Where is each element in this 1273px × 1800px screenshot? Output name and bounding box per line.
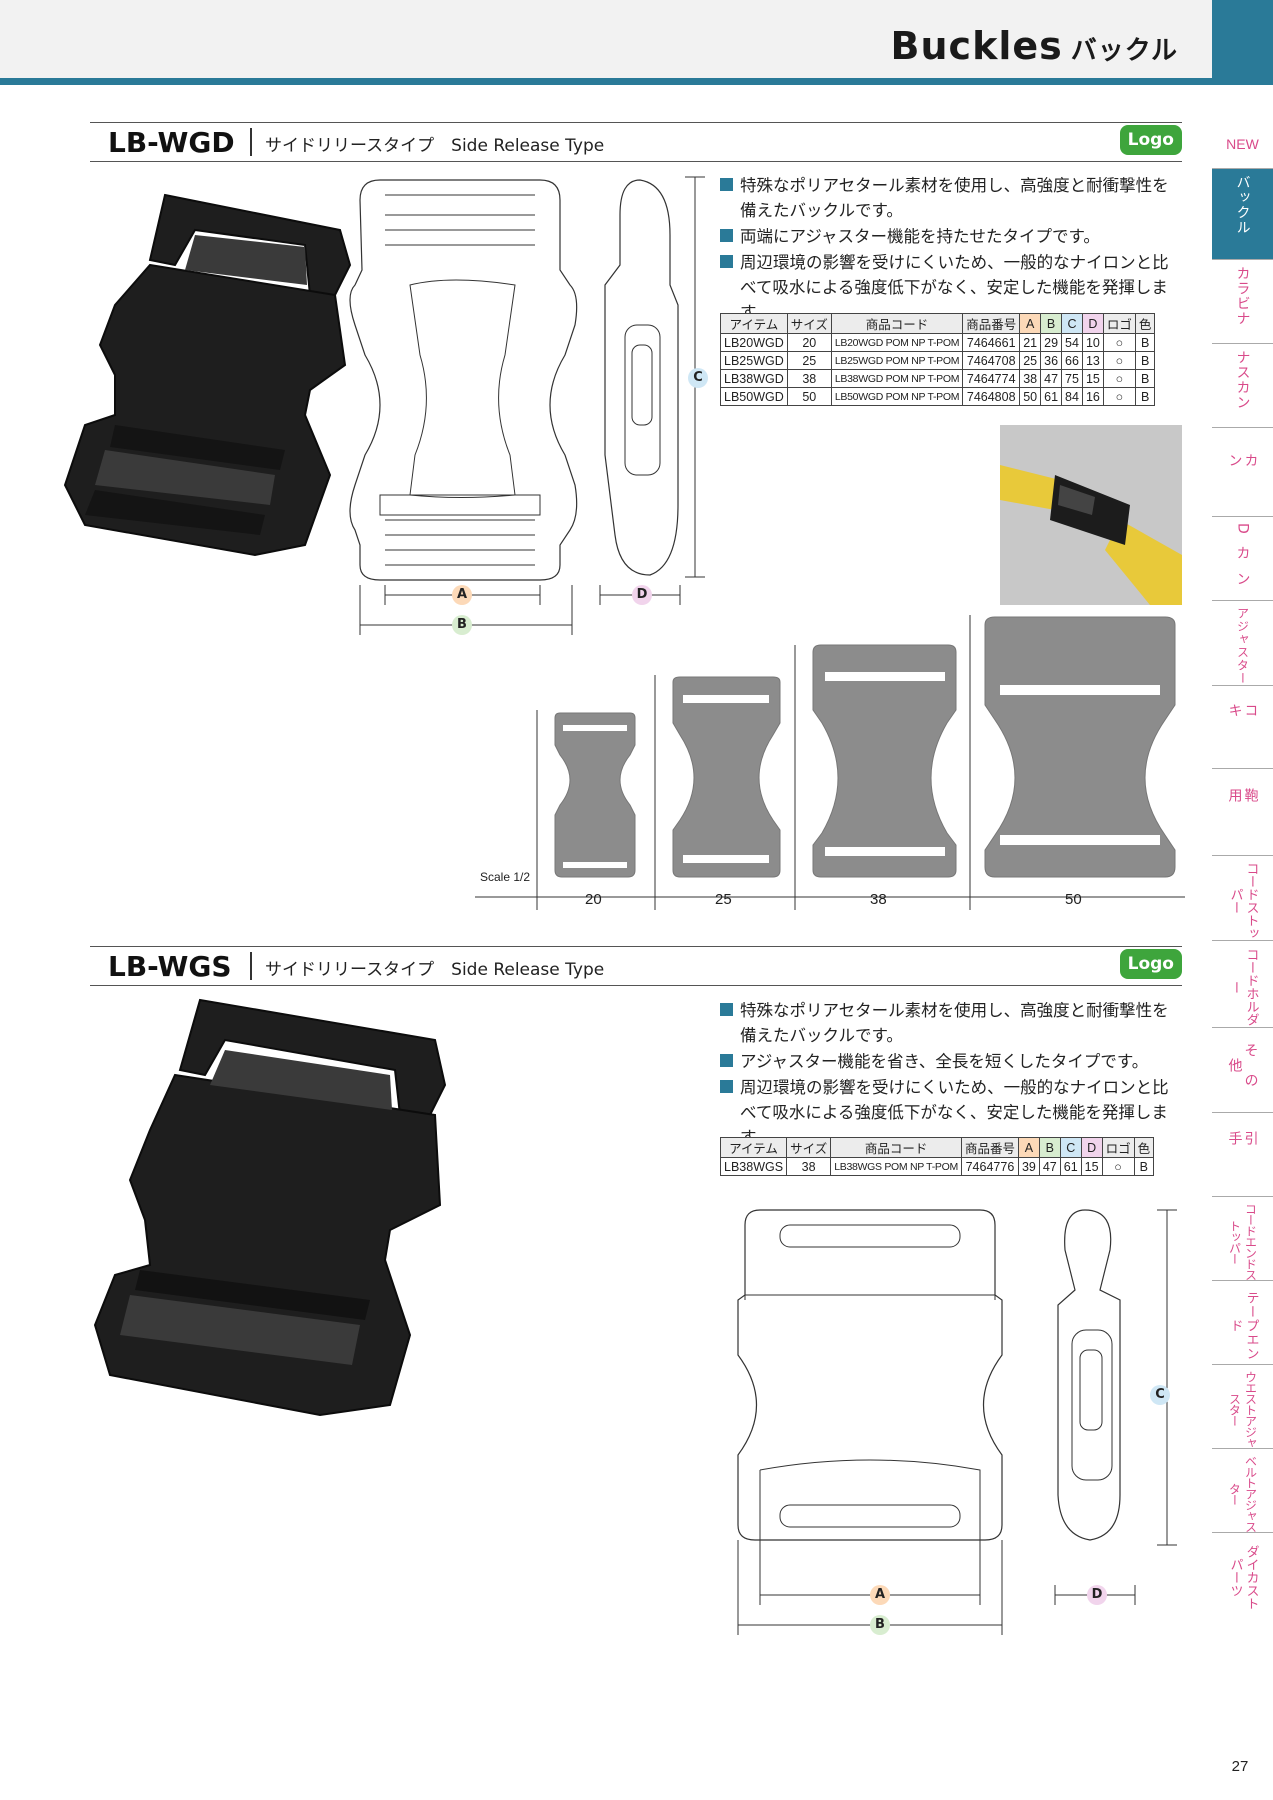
nav-item-bag[interactable]: 鞄用 xyxy=(1212,769,1273,856)
col-header: 商品番号 xyxy=(962,313,1021,334)
col-header: A xyxy=(1017,1137,1040,1158)
feature-list-lb-wgd: 特殊なポリアセタール素材を使用し、高強度と耐衝撃性を備えたバックルです。 両端に… xyxy=(720,173,1180,326)
col-header: 商品コード xyxy=(830,313,964,334)
section-header-lb-wgs: LB-WGS サイドリリースタイプ Side Release Type Logo xyxy=(90,946,1182,986)
col-header: C xyxy=(1061,313,1083,334)
nav-item-cord-stopper[interactable]: コードストッパー xyxy=(1212,856,1273,941)
nav-item-other[interactable]: その他 xyxy=(1212,1028,1273,1113)
nav-item-pull[interactable]: 引手 xyxy=(1212,1113,1273,1197)
dim-label-a: A xyxy=(870,1585,890,1605)
col-header: A xyxy=(1019,313,1042,334)
feature-item: アジャスター機能を省き、全長を短くしたタイプです。 xyxy=(720,1049,1180,1074)
size-label-20: 20 xyxy=(585,891,602,908)
dimension-lines-lb-wgd xyxy=(359,176,705,635)
nav-item-cord-holder[interactable]: コードホルダー xyxy=(1212,941,1273,1028)
nav-item-nasukan[interactable]: ナスカン xyxy=(1212,344,1273,428)
col-header: 商品コード xyxy=(830,1137,962,1158)
col-header: C xyxy=(1059,1137,1082,1158)
nav-item-cord-end-stopper[interactable]: コードエンドストッパー xyxy=(1212,1197,1273,1281)
col-header: D xyxy=(1080,1137,1103,1158)
col-header: D xyxy=(1081,313,1104,334)
diagram-front-lb-wgd xyxy=(349,179,578,581)
section-header-lb-wgd: LB-WGD サイドリリースタイプ Side Release Type Logo xyxy=(90,122,1182,162)
dimension-lines-lb-wgs xyxy=(737,1209,1177,1635)
nav-item-belt-adjuster[interactable]: ベルトアジャスター xyxy=(1212,1449,1273,1533)
nav-item-koki[interactable]: コキ xyxy=(1212,686,1273,769)
col-header: 商品番号 xyxy=(960,1137,1019,1158)
dim-label-b: B xyxy=(870,1615,890,1635)
nav-item-karabina[interactable]: カラビナ xyxy=(1212,260,1273,344)
size-label-38: 38 xyxy=(870,891,887,908)
nav-item-waist-adjuster[interactable]: ウエストアジャスター xyxy=(1212,1365,1273,1449)
dim-label-a: A xyxy=(452,585,472,605)
feature-item: 両端にアジャスター機能を持たせたタイプです。 xyxy=(720,224,1180,249)
col-header: ロゴ xyxy=(1101,1137,1135,1158)
dim-label-c: C xyxy=(1150,1385,1170,1405)
nav-item-new[interactable]: NEW xyxy=(1212,120,1273,169)
page-title-jp: バックル xyxy=(1070,36,1178,66)
divider xyxy=(250,128,252,156)
col-header: アイテム xyxy=(719,1137,788,1158)
dim-label-d: D xyxy=(1087,1585,1107,1605)
nav-item-d-kan[interactable]: Dカン xyxy=(1212,517,1273,601)
col-header: 色 xyxy=(1134,313,1156,334)
col-header: 色 xyxy=(1133,1137,1155,1158)
logo-badge: Logo xyxy=(1119,125,1182,155)
scale-label: Scale 1/2 xyxy=(480,870,531,884)
dim-label-c: C xyxy=(688,368,708,388)
nav-item-adjuster[interactable]: アジャスター xyxy=(1212,601,1273,686)
product-photo-lb-wgs xyxy=(93,998,447,1417)
diagram-side-lb-wgs xyxy=(1057,1209,1121,1541)
nav-item-kan[interactable]: カン xyxy=(1212,428,1273,517)
feature-item: 周辺環境の影響を受けにくいため、一般的なナイロンと比べて吸水による強度低下がなく… xyxy=(720,1075,1180,1150)
header-accent-bar xyxy=(0,78,1212,85)
size-label-25: 25 xyxy=(715,891,732,908)
usage-photo-lb-wgd xyxy=(1000,425,1182,605)
product-photo-lb-wgd xyxy=(63,193,352,557)
nav-item-diecast-parts[interactable]: ダイカストパーツ xyxy=(1227,1545,1259,1610)
model-name: LB-WGS xyxy=(108,950,232,983)
feature-item: 特殊なポリアセタール素材を使用し、高強度と耐衝撃性を備えたバックルです。 xyxy=(720,998,1180,1048)
nav-item-buckle[interactable]: バックル xyxy=(1212,169,1273,260)
col-header: サイズ xyxy=(786,313,832,334)
size-label-50: 50 xyxy=(1065,891,1082,908)
header-side-tab xyxy=(1212,0,1273,85)
feature-item: 特殊なポリアセタール素材を使用し、高強度と耐衝撃性を備えたバックルです。 xyxy=(720,173,1180,223)
size-comparison-lb-wgd xyxy=(475,615,1185,910)
type-label: サイドリリースタイプ Side Release Type xyxy=(265,960,605,980)
col-header: アイテム xyxy=(720,313,788,334)
divider xyxy=(250,952,252,980)
diagram-front-lb-wgs xyxy=(737,1209,1003,1541)
model-name: LB-WGD xyxy=(108,126,235,159)
spec-table-lb-wgs: アイテム サイズ 商品コード 商品番号 A B C D ロゴ 色 LB38WGS… xyxy=(719,1137,1155,1176)
page-number: 27 xyxy=(1231,1758,1249,1775)
col-header: B xyxy=(1038,1137,1061,1158)
col-header: B xyxy=(1040,313,1063,334)
type-label: サイドリリースタイプ Side Release Type xyxy=(265,136,605,156)
nav-item-tape-end[interactable]: テープエンド xyxy=(1212,1281,1273,1365)
logo-badge: Logo xyxy=(1119,949,1182,979)
dim-label-d: D xyxy=(632,585,652,605)
feature-list-lb-wgs: 特殊なポリアセタール素材を使用し、高強度と耐衝撃性を備えたバックルです。 アジャ… xyxy=(720,998,1180,1151)
dim-label-b: B xyxy=(452,615,472,635)
spec-table-lb-wgd: アイテム サイズ 商品コード 商品番号 A B C D ロゴ 色 LB20WGD… xyxy=(720,313,1156,406)
col-header: ロゴ xyxy=(1102,313,1136,334)
col-header: サイズ xyxy=(786,1137,832,1158)
page-title-en: Buckles xyxy=(890,24,1063,68)
page-header xyxy=(0,0,1212,80)
diagram-side-lb-wgd xyxy=(604,179,679,576)
